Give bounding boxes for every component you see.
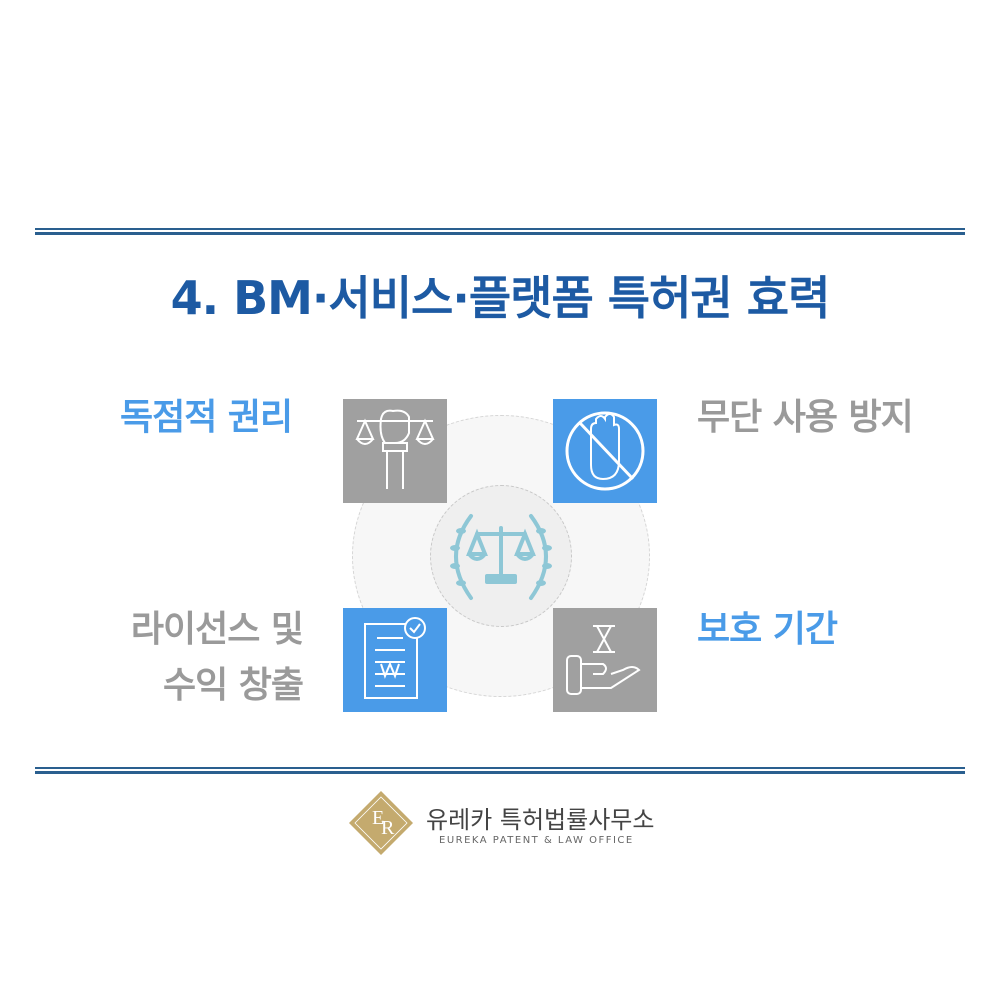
hand-hourglass-icon — [553, 608, 657, 712]
logo-name-korean: 유레카 특허법률사무소 — [426, 800, 654, 835]
fist-scales-icon — [343, 399, 447, 503]
logo-name-english: EUREKA PATENT & LAW OFFICE — [439, 835, 634, 846]
label-prevent-unauthorized-use: 무단 사용 방지 — [697, 390, 913, 446]
license-revenue-tile — [343, 608, 447, 712]
top-divider — [35, 228, 965, 235]
label-line: 수익 창출 — [131, 658, 303, 714]
exclusive-right-tile — [343, 399, 447, 503]
scales-laurel-icon — [431, 486, 571, 626]
inner-circle — [430, 485, 572, 627]
label-line: 라이선스 및 — [131, 602, 303, 658]
protection-period-tile — [553, 608, 657, 712]
label-protection-period: 보호 기간 — [697, 602, 837, 658]
label-license-revenue: 라이선스 및 수익 창출 — [131, 602, 303, 714]
logo-mark: E R — [348, 790, 414, 860]
svg-text:R: R — [381, 817, 395, 839]
label-exclusive-right: 독점적 권리 — [120, 390, 292, 446]
prevent-use-tile — [553, 399, 657, 503]
won-document-icon — [343, 608, 447, 712]
bottom-divider — [35, 767, 965, 774]
page-title: 4. BM·서비스·플랫폼 특허권 효력 — [0, 262, 1000, 328]
no-hand-icon — [553, 399, 657, 503]
